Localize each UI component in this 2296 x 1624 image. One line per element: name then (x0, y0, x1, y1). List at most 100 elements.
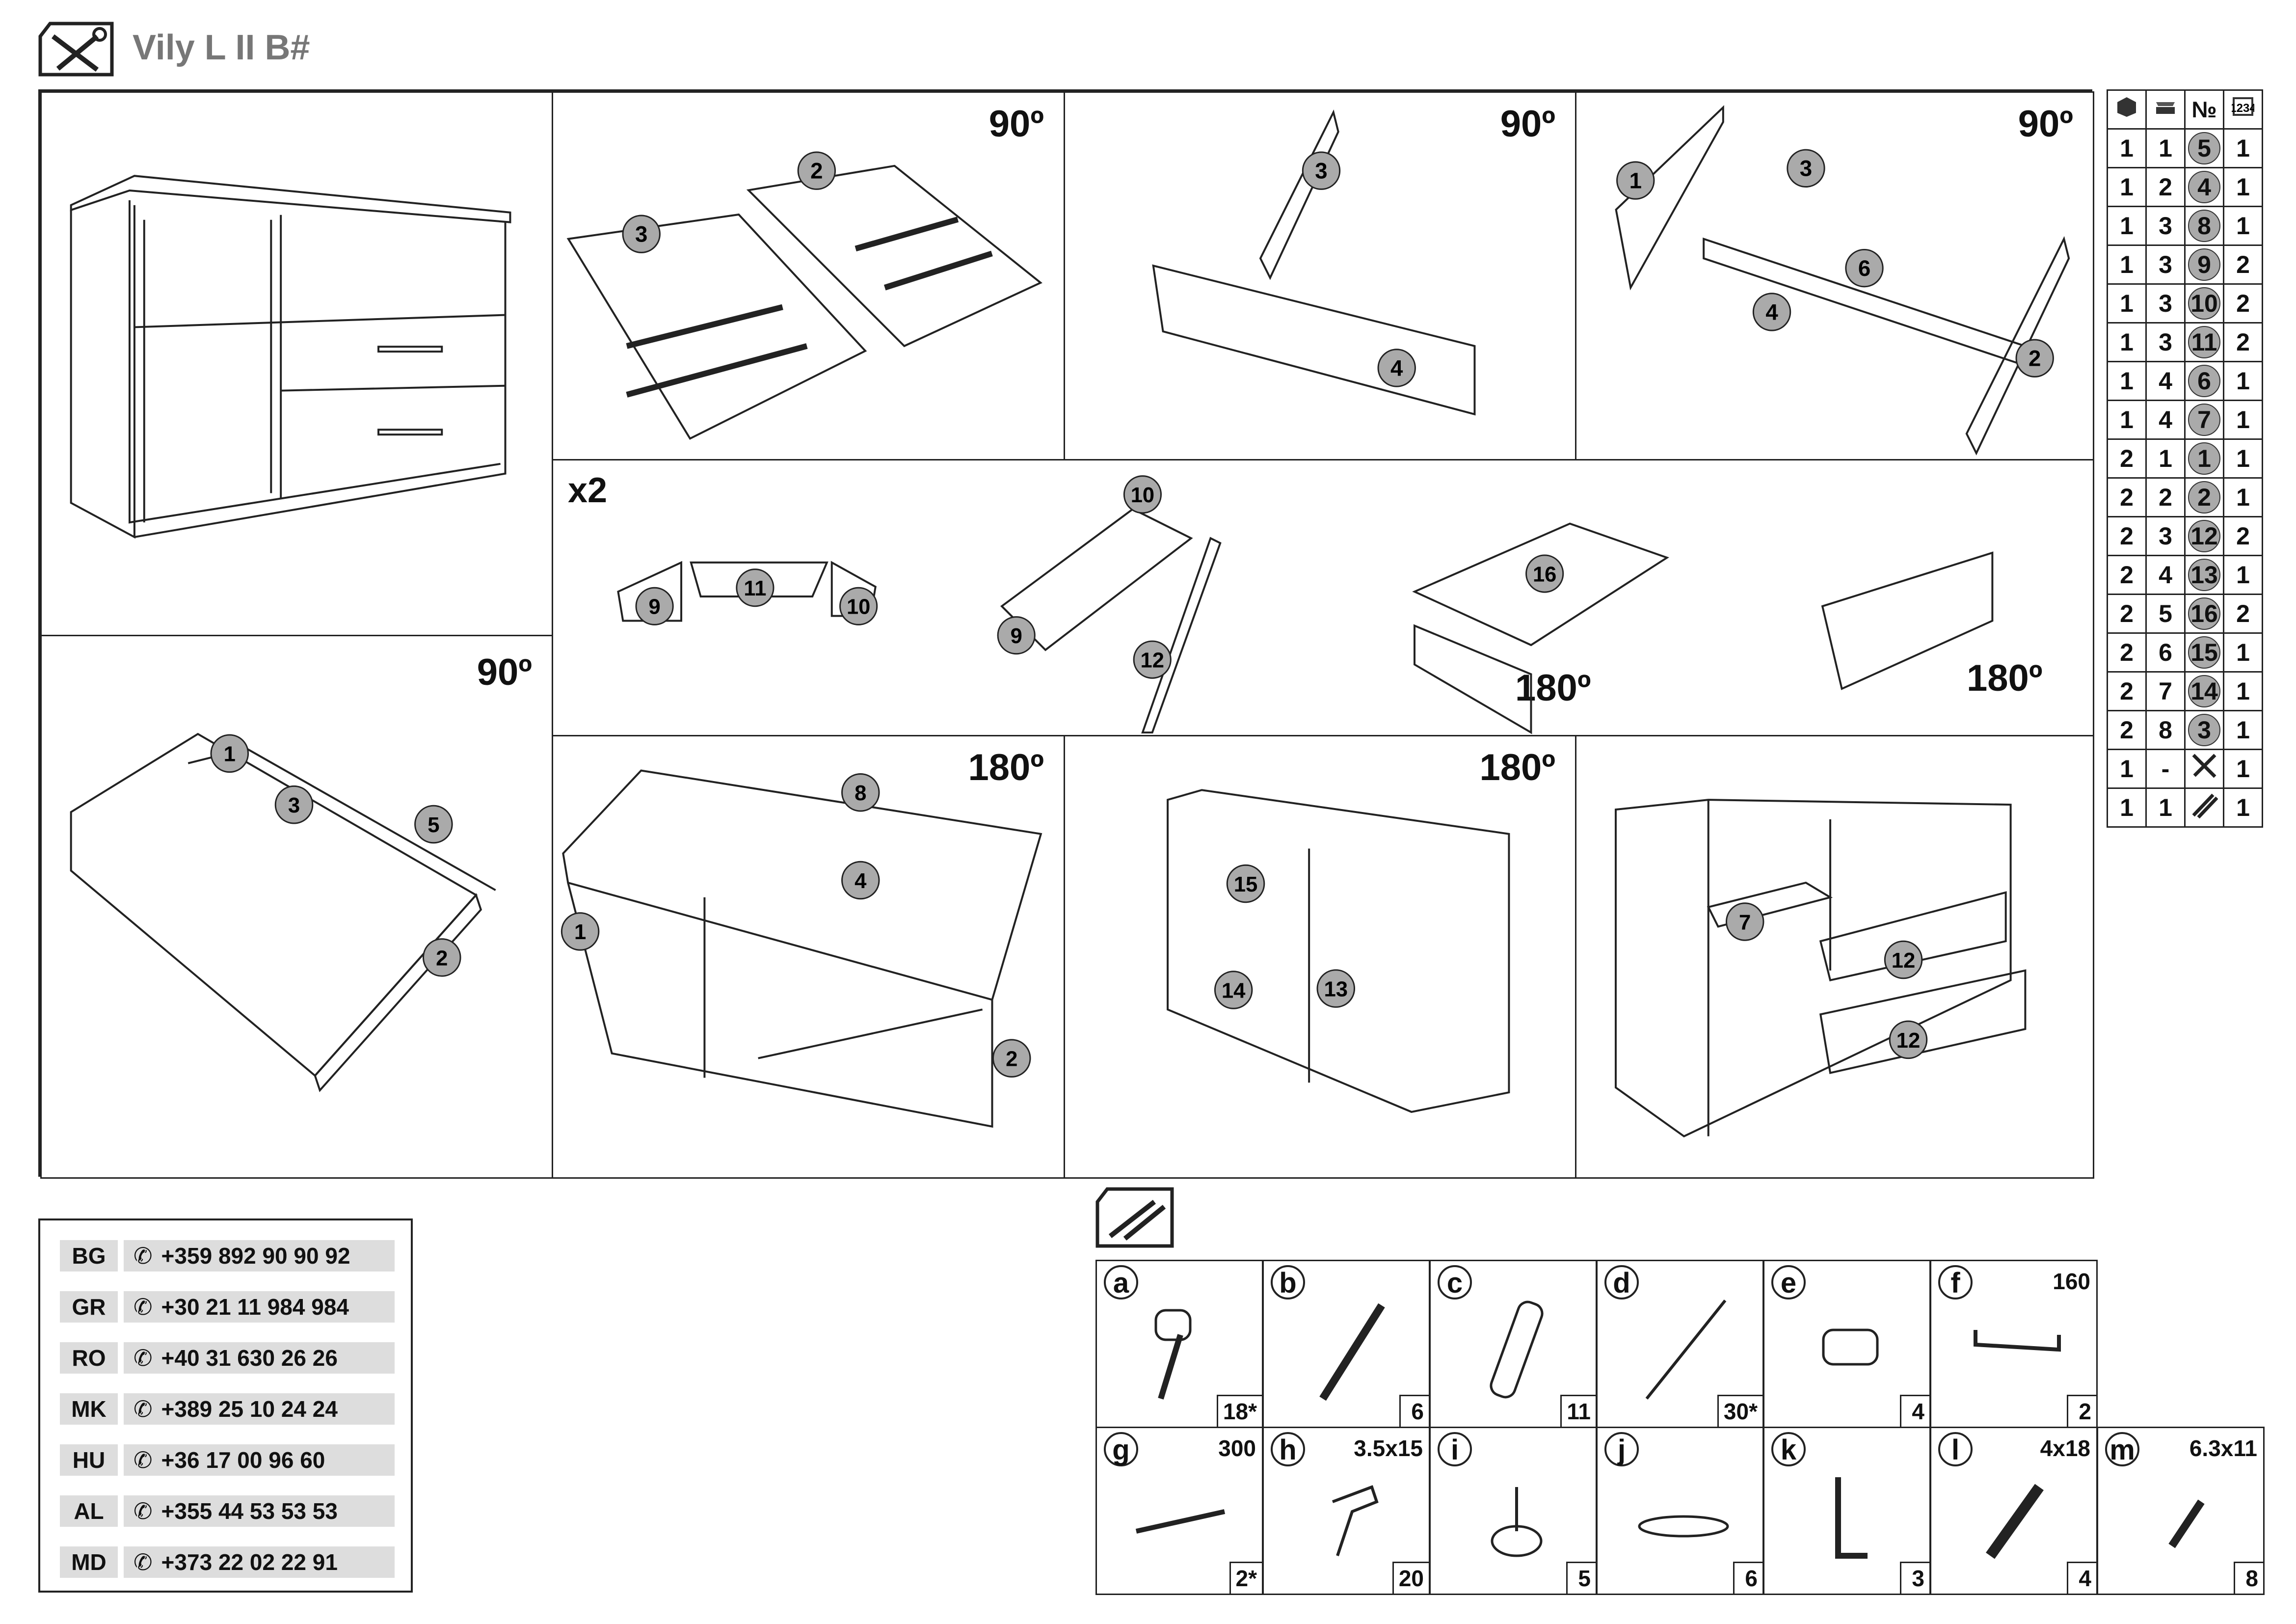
hardware-m-icon (2168, 1499, 2205, 1548)
hardware-quantity: 8 (2234, 1562, 2263, 1594)
svg-text:3: 3 (288, 793, 300, 817)
box-number: 1 (2107, 128, 2147, 168)
hardware-dimension: 6.3x11 (2189, 1435, 2257, 1461)
pack-number: 3 (2145, 283, 2186, 324)
box-number: 1 (2107, 322, 2147, 362)
phone-number: ✆+30 21 11 984 984 (124, 1291, 395, 1323)
hardware-letter: a (1104, 1265, 1138, 1299)
frame-drawing: 1 3 6 4 2 (1615, 105, 2070, 456)
phone-text: +36 17 00 96 60 (161, 1447, 325, 1473)
tools-icon (2184, 749, 2224, 789)
part-count: 1 (2223, 361, 2263, 401)
contact-row: HU✆+36 17 00 96 60 (60, 1444, 395, 1476)
phone-number: ✆+389 25 10 24 24 (124, 1393, 395, 1425)
part-number-badge: 12 (2188, 520, 2220, 552)
step-overview (40, 91, 553, 636)
hardware-c-icon (1490, 1300, 1544, 1399)
svg-text:12: 12 (1896, 1029, 1921, 1053)
svg-text:13: 13 (1324, 977, 1348, 1001)
part-number-badge: 2 (2188, 481, 2220, 514)
part-count: 1 (2223, 128, 2263, 168)
svg-text:9: 9 (1011, 624, 1022, 648)
step-drawers: x2 180º 180º 9 11 10 10 9 12 16 (552, 459, 2094, 736)
part-number-badge: 3 (2188, 714, 2220, 746)
drawers-in-drawing: 7 12 12 (1614, 799, 2027, 1137)
part-count: 1 (2223, 438, 2263, 479)
pack-number: 1 (2145, 787, 2186, 828)
svg-text:3: 3 (635, 222, 647, 247)
pack-number: 2 (2145, 167, 2186, 207)
part-count: 2 (2223, 283, 2263, 324)
part-count: 1 (2223, 477, 2263, 517)
box-number: 1 (2107, 400, 2147, 440)
box-icon (2107, 89, 2147, 130)
rotate-180-label: 180º (1967, 657, 2043, 699)
svg-text:8: 8 (854, 781, 866, 805)
box-number: 2 (2107, 477, 2147, 517)
phone-icon: ✆ (133, 1294, 153, 1320)
back-drawing: 1 3 5 2 (70, 732, 496, 1092)
part-number: 10 (2184, 283, 2224, 324)
contact-row: BG✆+359 892 90 90 92 (60, 1240, 395, 1272)
hardware-quantity: 2* (1229, 1562, 1262, 1594)
hardware-k-icon (1835, 1477, 1868, 1559)
box-number: 2 (2107, 671, 2147, 711)
country-code: MD (60, 1546, 118, 1578)
svg-text:12: 12 (1141, 649, 1164, 672)
svg-text:5: 5 (427, 813, 439, 837)
rotate-90-label: 90º (1500, 103, 1555, 145)
svg-text:11: 11 (744, 577, 766, 600)
part-count: 1 (2223, 167, 2263, 207)
hardware-quantity: 6 (1399, 1395, 1429, 1427)
part-number-badge: 15 (2188, 636, 2220, 669)
part-count: 1 (2223, 671, 2263, 711)
hardware-letter: d (1604, 1265, 1639, 1299)
part-count: 2 (2223, 322, 2263, 362)
hardware-letter: b (1271, 1265, 1305, 1299)
number-header: № (2184, 89, 2224, 130)
part-number-badge: 6 (2188, 365, 2220, 397)
rotate-180-label: 180º (1479, 747, 1555, 788)
hardware-dimension: 3.5x15 (1354, 1435, 1423, 1461)
hardware-quantity: 4 (2067, 1562, 2096, 1594)
step-2-panels: 90º 3 4 (1064, 91, 1576, 460)
phone-icon: ✆ (133, 1345, 153, 1371)
screws-icon (1095, 1187, 1174, 1248)
svg-text:2: 2 (810, 159, 823, 184)
hardware-letter: f (1938, 1265, 1973, 1299)
parts-row: 1-1 (2107, 749, 2263, 789)
box-number: 2 (2107, 710, 2147, 750)
hardware-letter: e (1771, 1265, 1806, 1299)
count-icon: 1234 (2223, 89, 2263, 130)
part-number-badge: 16 (2188, 597, 2220, 630)
part-count: 1 (2223, 555, 2263, 595)
phone-text: +355 44 53 53 53 (161, 1498, 338, 1524)
part-number: 12 (2184, 516, 2224, 556)
page-title: Vily L II B# (133, 28, 310, 67)
hardware-dimension: 300 (1218, 1435, 1256, 1461)
phone-number: ✆ +36 17 00 96 60 (124, 1444, 395, 1476)
svg-text:1: 1 (1629, 168, 1642, 193)
pack-number: - (2145, 749, 2186, 789)
stack-icon (2145, 89, 2186, 130)
part-number: 1 (2184, 438, 2224, 479)
box-number: 2 (2107, 438, 2147, 479)
part-number-badge: 5 (2188, 132, 2220, 164)
phone-number: ✆+40 31 630 26 26 (124, 1342, 395, 1374)
tools-icon (38, 22, 114, 77)
phone-icon: ✆ (133, 1447, 153, 1473)
part-number-badge: 1 (2188, 442, 2220, 475)
svg-text:1: 1 (574, 920, 586, 944)
contact-row: AL✆+355 44 53 53 53 (60, 1495, 395, 1527)
